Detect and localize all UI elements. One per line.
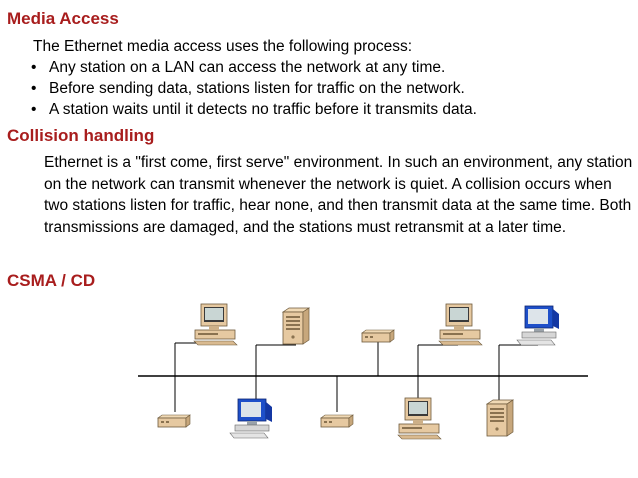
bullet-item: Before sending data, stations listen for… <box>27 78 477 99</box>
workstation-blue-icon <box>229 398 273 439</box>
media-access-bullet-list: Any station on a LAN can access the netw… <box>27 57 477 120</box>
workstation-blue-icon <box>516 305 560 346</box>
network-hub-icon <box>320 414 354 428</box>
network-hub-icon <box>361 329 395 343</box>
desktop-pc-icon <box>193 303 238 346</box>
bullet-item: A station waits until it detects no traf… <box>27 99 477 120</box>
tower-server-icon <box>282 307 310 345</box>
network-hub-icon <box>157 414 191 428</box>
bullet-item: Any station on a LAN can access the netw… <box>27 57 477 78</box>
csma-cd-heading: CSMA / CD <box>7 271 96 290</box>
collision-handling-paragraph: Ethernet is a "first come, first serve" … <box>44 154 633 236</box>
desktop-pc-icon <box>397 397 442 440</box>
collision-handling-heading: Collision handling <box>7 126 155 145</box>
media-access-heading: Media Access <box>7 9 119 28</box>
tower-server-icon <box>486 399 514 437</box>
desktop-pc-icon <box>438 303 483 346</box>
media-access-intro: The Ethernet media access uses the follo… <box>33 38 413 55</box>
